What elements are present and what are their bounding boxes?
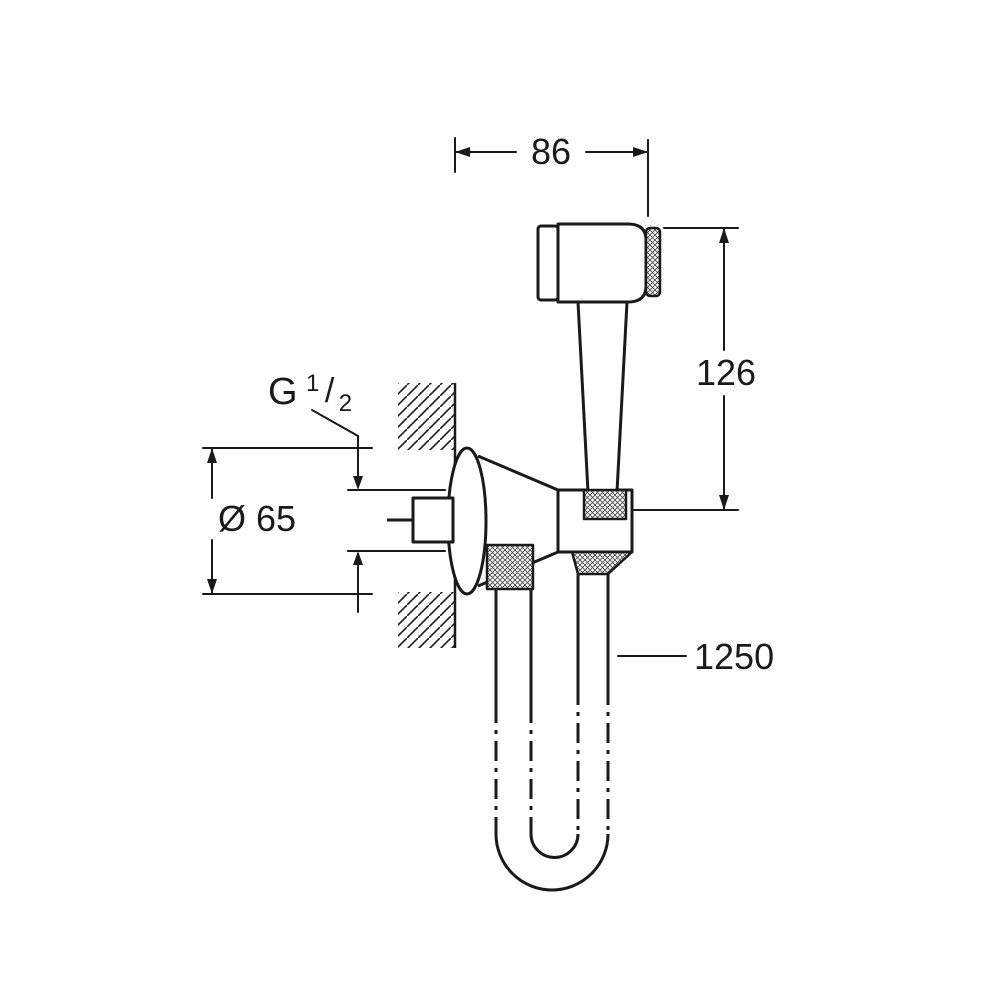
arrow-up-icon (719, 228, 729, 243)
hand-spray (536, 222, 662, 494)
dim-width: 86 (454, 131, 649, 217)
thread-letter: G (268, 371, 298, 413)
thread-numerator: 1 (306, 370, 319, 397)
spray-face-knurl (644, 226, 662, 298)
spray-handle (576, 300, 629, 494)
thread-callout: G 1 / 2 (268, 370, 446, 613)
thread-slash: / (325, 372, 335, 410)
flange-cone-top (477, 454, 559, 492)
spray-head-body (556, 222, 648, 304)
hose-length-callout: 1250 (617, 636, 774, 677)
thread-nipple (411, 496, 455, 544)
hose-ubend-outer (494, 833, 610, 892)
wall-hatch-upper (398, 383, 455, 450)
hose-ubend-inner (529, 833, 580, 859)
connectors (485, 488, 634, 591)
spray-inlet-nut (582, 488, 628, 521)
arrow-down-icon (207, 579, 217, 594)
thread-denominator: 2 (339, 390, 352, 417)
wall-section (398, 383, 457, 648)
dim-diameter: Ø 65 (202, 447, 373, 595)
spray-head-cap (536, 224, 560, 302)
dim-width-label: 86 (531, 131, 571, 172)
hose-union-nut (485, 543, 535, 591)
arrow-up-icon (353, 551, 363, 565)
arrow-right-icon (633, 147, 648, 157)
arrow-down-icon (719, 495, 729, 510)
hose-cone-connector (570, 550, 634, 576)
thread-label: G 1 / 2 (268, 370, 352, 417)
arrow-up-icon (207, 448, 217, 463)
arrow-down-icon (353, 476, 363, 490)
hose-length-label: 1250 (694, 636, 774, 677)
dim-diameter-label: Ø 65 (218, 498, 296, 539)
shower-hose (494, 574, 610, 892)
dim-height: 126 (633, 227, 756, 511)
wall-hatch-lower (398, 592, 455, 648)
arrow-left-icon (455, 147, 470, 157)
dim-height-label: 126 (696, 352, 756, 393)
